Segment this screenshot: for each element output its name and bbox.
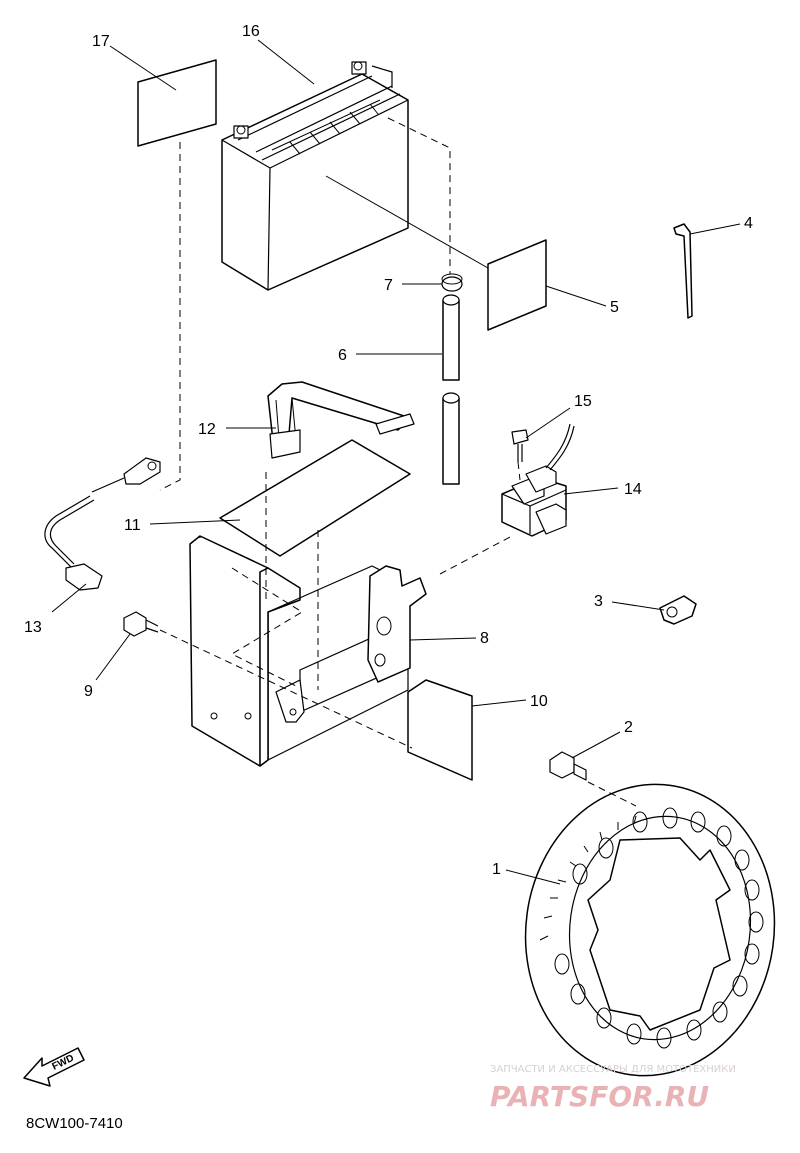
- callout-3: 3: [594, 593, 603, 610]
- part-9-bolt: [123, 611, 159, 637]
- callout-13: 13: [24, 619, 42, 636]
- part-17-label: [137, 59, 217, 147]
- callout-6: 6: [338, 347, 347, 364]
- part-15-bolt: [511, 429, 529, 462]
- part-16-battery: [221, 61, 409, 291]
- callout-15: 15: [574, 393, 592, 410]
- callout-10: 10: [530, 693, 548, 710]
- callout-14: 14: [624, 481, 642, 498]
- part-7-clip: [441, 273, 463, 292]
- watermark: ЗАПЧАСТИ И АКСЕССУАРЫ ДЛЯ МОТОТЕХНИКИ PA…: [490, 1064, 736, 1113]
- callout-11: 11: [124, 517, 141, 534]
- part-11-pad: [219, 439, 411, 557]
- part-3-clip: [659, 595, 697, 625]
- callout-16: 16: [242, 23, 260, 40]
- part-14-relay: [501, 423, 575, 537]
- callout-8: 8: [480, 630, 489, 647]
- part-1-ring-gear: [524, 783, 776, 1077]
- callout-labels: 1 2 3 4 5 6 7 8 9 10 11 12 13 14 15 16 1…: [24, 23, 753, 878]
- assembly-guide-lines: [159, 117, 637, 807]
- part-5-label: [487, 239, 547, 331]
- part-13-lead: [44, 457, 161, 591]
- fwd-arrow-icon: FWD: [23, 1047, 85, 1087]
- lightening-holes: [554, 807, 764, 1049]
- leader-lines: [51, 39, 741, 885]
- gear-teeth: [539, 815, 637, 941]
- watermark-tagline: ЗАПЧАСТИ И АКСЕССУАРЫ ДЛЯ МОТОТЕХНИКИ: [490, 1064, 736, 1075]
- callout-4: 4: [744, 215, 753, 232]
- callout-9: 9: [84, 683, 93, 700]
- callout-5: 5: [610, 299, 619, 316]
- part-2-bolt: [549, 751, 587, 781]
- callout-12: 12: [198, 421, 216, 438]
- part-10-plate: [407, 679, 473, 781]
- diagram-code: 8CW100-7410: [26, 1115, 123, 1132]
- callout-1: 1: [492, 861, 501, 878]
- callout-2: 2: [624, 719, 633, 736]
- part-12-band: [267, 381, 415, 459]
- part-6-hose: [442, 294, 460, 485]
- watermark-brand: PARTSFOR.RU: [490, 1080, 709, 1113]
- part-4-clamp: [673, 223, 693, 319]
- callout-7: 7: [384, 277, 393, 294]
- callout-17: 17: [92, 33, 110, 50]
- part-8-bracket: [367, 565, 427, 683]
